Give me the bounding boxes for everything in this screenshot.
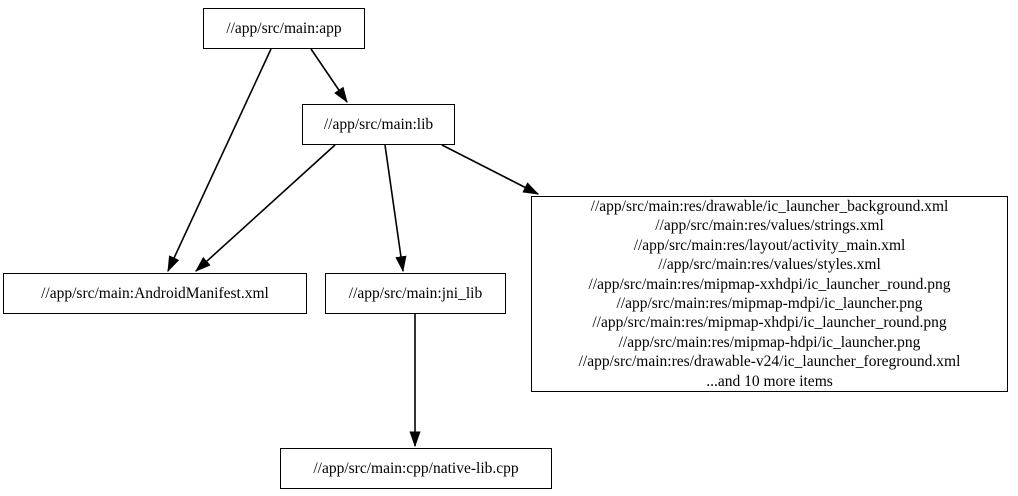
node-res-group-line: //app/src/main:res/mipmap-xxhdpi/ic_laun… — [588, 275, 951, 293]
node-res-group-line: //app/src/main:res/drawable-v24/ic_launc… — [578, 353, 961, 371]
node-lib[interactable]: //app/src/main:lib — [302, 104, 455, 145]
node-res-group-lines: //app/src/main:res/drawable/ic_launcher_… — [538, 197, 1001, 391]
edge-app-to-lib — [310, 48, 348, 104]
node-res-group-line: //app/src/main:res/layout/activity_main.… — [633, 236, 906, 254]
node-native-lib-cpp[interactable]: //app/src/main:cpp/native-lib.cpp — [280, 448, 552, 489]
node-lib-label: //app/src/main:lib — [323, 115, 434, 133]
edge-lib-to-manifest — [195, 144, 336, 272]
node-res-group-line: //app/src/main:res/values/styles.xml — [658, 256, 881, 274]
node-app-label: //app/src/main:app — [226, 19, 342, 37]
node-android-manifest-label: //app/src/main:AndroidManifest.xml — [41, 284, 269, 302]
node-jni-lib-label: //app/src/main:jni_lib — [348, 284, 483, 302]
node-jni-lib[interactable]: //app/src/main:jni_lib — [325, 273, 506, 314]
node-res-group-line: //app/src/main:res/mipmap-xhdpi/ic_launc… — [592, 314, 947, 332]
node-res-group-line: ...and 10 more items — [706, 372, 833, 390]
node-android-manifest[interactable]: //app/src/main:AndroidManifest.xml — [3, 273, 307, 314]
edge-app-to-manifest — [167, 48, 272, 273]
node-res-group-line: //app/src/main:res/drawable/ic_launcher_… — [590, 197, 949, 215]
edge-lib-to-jni-lib — [384, 144, 407, 273]
edge-lib-to-res — [441, 144, 540, 195]
node-res-group-line: //app/src/main:res/values/strings.xml — [655, 217, 884, 235]
node-res-group-line: //app/src/main:res/mipmap-mdpi/ic_launch… — [616, 295, 923, 312]
node-native-lib-cpp-label: //app/src/main:cpp/native-lib.cpp — [313, 459, 519, 477]
node-app[interactable]: //app/src/main:app — [203, 8, 365, 49]
node-res-group-line: //app/src/main:res/mipmap-hdpi/ic_launch… — [618, 333, 921, 351]
node-res-group[interactable]: //app/src/main:res/drawable/ic_launcher_… — [531, 196, 1008, 392]
